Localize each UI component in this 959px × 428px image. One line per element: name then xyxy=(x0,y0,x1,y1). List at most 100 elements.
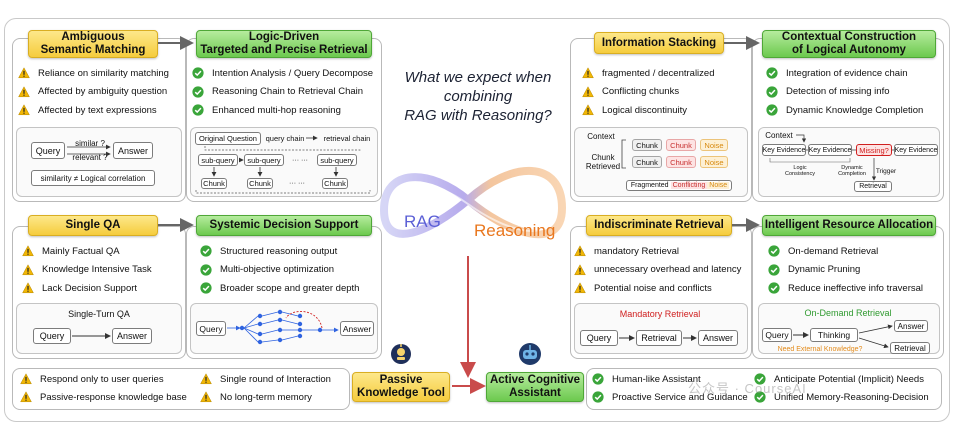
center-question-line-2: combining xyxy=(443,88,513,105)
q4-thinking-box: Thinking xyxy=(810,328,858,342)
warning-icon xyxy=(22,264,34,276)
q1-answer-box: Answer xyxy=(113,142,153,159)
center-question-line-1: What we expect when xyxy=(404,69,552,86)
assistant-robot-icon xyxy=(518,342,542,366)
q1-similar-label: similar ? xyxy=(75,138,105,148)
q4-retrieval-box: Retrieval xyxy=(636,330,682,346)
list-item: unnecessary overhead and latency xyxy=(574,261,741,280)
check-icon xyxy=(766,67,778,79)
legend-fragmented: Fragmented xyxy=(630,182,669,189)
active-item-4: Unified Memory-Reasoning-Decision xyxy=(754,391,929,403)
center-question-line-3: RAG with Reasoning? xyxy=(404,107,552,124)
active-item-2: Proactive Service and Guidance xyxy=(592,391,748,403)
q2-legend: Fragmented Conflicting Noise xyxy=(626,180,732,191)
q3-to-list: Structured reasoning output Multi-object… xyxy=(200,242,359,298)
q4-ondemand-title: On-Demand Retrieval xyxy=(804,308,892,318)
q1-chunk-box-2: Chunk xyxy=(247,178,273,189)
list-item: Multi-objective optimization xyxy=(200,261,359,280)
q1-subquery-box-1: sub-query xyxy=(198,154,238,166)
q1-retrieval-chain-label: retrieval chain xyxy=(323,134,371,143)
q3-to-query-box: Query xyxy=(196,321,226,336)
q1-to-list: Intention Analysis / Query Decompose Rea… xyxy=(192,64,373,120)
q2-chunk-2: Chunk xyxy=(666,139,696,151)
q4-from-tag: Indiscriminate Retrieval xyxy=(586,215,732,236)
list-item: mandatory Retrieval xyxy=(574,242,741,261)
q4-mandatory-title: Mandatory Retrieval xyxy=(619,309,701,319)
tool-robot-icon xyxy=(390,343,412,365)
warning-icon xyxy=(574,264,586,276)
list-item: On-demand Retrieval xyxy=(768,242,923,261)
check-icon xyxy=(768,282,780,294)
q4-to-tag: Intelligent Resource Allocation xyxy=(762,215,936,236)
q2-logic-consistency: Logic Consistency xyxy=(785,165,815,177)
active-cognitive-assistant-tag: Active Cognitive Assistant xyxy=(486,372,584,402)
legend-noise: Noise xyxy=(707,182,730,189)
passive-item-1: Respond only to user queries xyxy=(20,373,164,385)
q1-dots-1: ··· ··· xyxy=(292,156,308,164)
q4-answer-box: Answer xyxy=(698,330,738,346)
list-item: Dynamic Pruning xyxy=(768,261,923,280)
list-item: Dynamic Knowledge Completion xyxy=(766,101,923,120)
passive-item-2: Passive-response knowledge base xyxy=(20,391,187,403)
q1-original-question-box: Original Question xyxy=(195,132,261,145)
warning-icon xyxy=(582,86,594,98)
q4-need-knowledge-label: Need External Knowledge? xyxy=(777,345,863,353)
q4-to-list: On-demand Retrieval Dynamic Pruning Redu… xyxy=(768,242,923,298)
q3-from-list: Mainly Factual QA Knowledge Intensive Ta… xyxy=(22,242,152,298)
q2-chunk-1: Chunk xyxy=(632,139,662,151)
warning-icon xyxy=(22,282,34,294)
q1-query-box: Query xyxy=(31,142,65,159)
q2-key-evidence-3: Key Evidence xyxy=(894,144,938,156)
active-item-3: Anticipate Potential (Implicit) Needs xyxy=(754,373,924,385)
q2-retrieval-box: Retrieval xyxy=(854,181,892,192)
q4-to-retrieval-box: Retrieval xyxy=(890,342,930,354)
q1-from-tag: Ambiguous Semantic Matching xyxy=(28,30,158,58)
q2-missing-box: Missing? xyxy=(856,144,892,156)
list-item: Affected by ambiguity question xyxy=(18,83,169,102)
q2-to-tag: Contextual Construction of Logical Auton… xyxy=(762,30,936,58)
passive-item-3: Single round of Interaction xyxy=(200,373,331,385)
rag-label: RAG xyxy=(404,212,441,231)
list-item: Reliance on similarity matching xyxy=(18,64,169,83)
q2-key-evidence-2: Key Evidence xyxy=(808,144,852,156)
q4-to-query-box: Query xyxy=(762,328,792,342)
check-icon xyxy=(754,373,766,385)
warning-icon xyxy=(18,86,30,98)
check-icon xyxy=(768,245,780,257)
list-item: Affected by text expressions xyxy=(18,101,169,120)
warning-icon xyxy=(200,391,212,403)
warning-icon xyxy=(582,104,594,116)
check-icon xyxy=(192,104,204,116)
q3-to-tag: Systemic Decision Support xyxy=(196,215,372,236)
check-icon xyxy=(200,245,212,257)
q2-to-list: Integration of evidence chain Detection … xyxy=(766,64,923,120)
list-item: Conflicting chunks xyxy=(582,83,714,102)
q3-from-tag: Single QA xyxy=(28,215,158,236)
list-item: Potential noise and conflicts xyxy=(574,279,741,298)
center-question: What we expect when combining RAG with R… xyxy=(378,68,578,125)
check-icon xyxy=(192,67,204,79)
check-icon xyxy=(200,282,212,294)
q2-from-list: fragmented / decentralized Conflicting c… xyxy=(582,64,714,120)
q3-answer-box: Answer xyxy=(112,328,152,344)
warning-icon xyxy=(20,373,32,385)
q1-query-chain-label: query chain xyxy=(265,134,305,143)
q3-single-turn-title: Single-Turn QA xyxy=(68,309,130,319)
list-item: Integration of evidence chain xyxy=(766,64,923,83)
warning-icon xyxy=(22,245,34,257)
q1-relevant-label: relevant ? xyxy=(72,152,108,162)
q2-chunk-retrieved-label: Chunk Retrieved xyxy=(585,153,621,171)
q1-dots-2: ··· ··· xyxy=(289,180,305,187)
q2-from-tag: Information Stacking xyxy=(594,32,724,54)
list-item: Mainly Factual QA xyxy=(22,242,152,261)
check-icon xyxy=(192,86,204,98)
warning-icon xyxy=(200,373,212,385)
check-icon xyxy=(766,86,778,98)
check-icon xyxy=(754,391,766,403)
q2-dynamic-completion: Dynamic Completion xyxy=(838,165,866,177)
q1-to-tag: Logic-Driven Targeted and Precise Retrie… xyxy=(196,30,372,58)
list-item: Intention Analysis / Query Decompose xyxy=(192,64,373,83)
list-item: Lack Decision Support xyxy=(22,279,152,298)
list-item: Broader scope and greater depth xyxy=(200,279,359,298)
list-item: Reduce ineffective info traversal xyxy=(768,279,923,298)
